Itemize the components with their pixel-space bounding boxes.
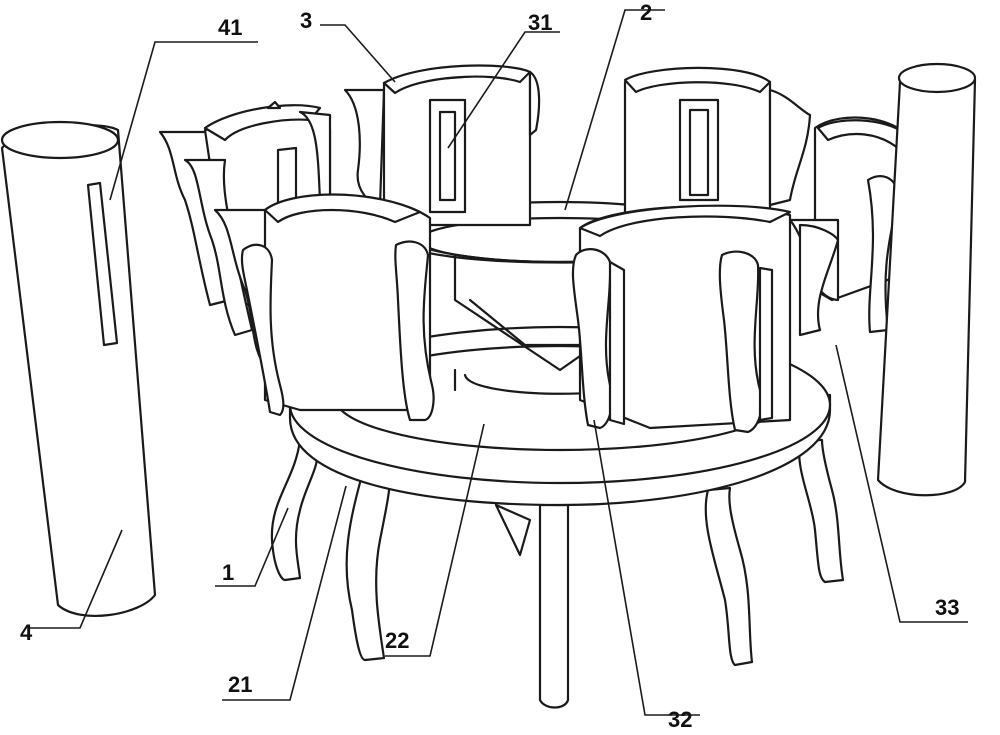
- label-4: 4: [20, 620, 33, 645]
- legs: [270, 438, 845, 709]
- label-3: 3: [300, 8, 312, 33]
- label-22: 22: [385, 628, 409, 653]
- cylinders: [0, 62, 977, 617]
- label-2: 2: [640, 0, 652, 25]
- back-segments: [158, 64, 972, 337]
- front-right-segment: [571, 204, 840, 434]
- label-31: 31: [528, 10, 552, 35]
- label-21: 21: [228, 672, 252, 697]
- reference-numerals: 41 3 31 2 1 4 22 21 32 33: [20, 0, 959, 732]
- label-33: 33: [935, 595, 959, 620]
- front-left-segment: [213, 193, 435, 422]
- label-41: 41: [218, 15, 242, 40]
- leader-lines: [28, 9, 968, 716]
- label-32: 32: [668, 707, 692, 732]
- label-1: 1: [222, 560, 234, 585]
